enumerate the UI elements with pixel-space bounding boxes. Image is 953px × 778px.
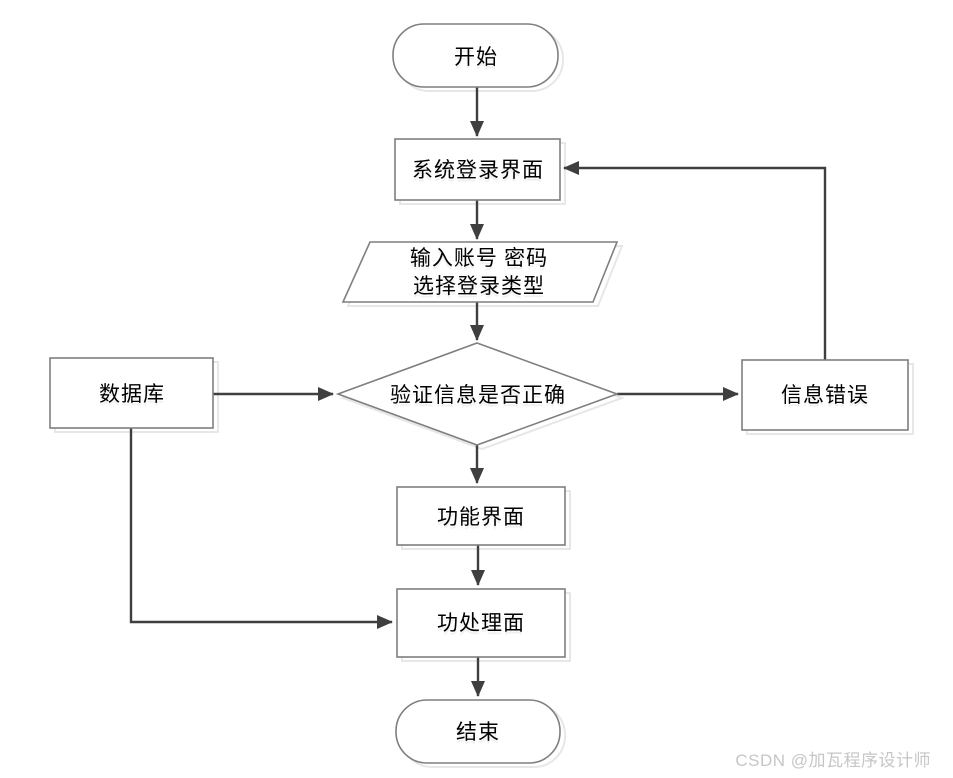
login-screen-node [394, 138, 561, 201]
input-io-line1: 输入账号 密码 [409, 246, 549, 270]
end-node-label: 结束 [456, 720, 500, 744]
verify-decision-node-label: 验证信息是否正确 [390, 383, 566, 407]
process-screen-node-label: 功处理面 [437, 611, 525, 635]
process-screen-node [396, 588, 566, 658]
error-node-label: 信息错误 [781, 383, 869, 407]
database-node [49, 357, 214, 429]
input-io-node [341, 241, 619, 303]
end-node [395, 699, 561, 764]
database-node-label: 数据库 [99, 382, 165, 406]
edges-layer [129, 87, 827, 697]
function-screen-node-label: 功能界面 [437, 505, 525, 529]
start-node [392, 23, 559, 88]
verify-decision-node [335, 342, 620, 446]
edge-error-to-login [563, 161, 827, 360]
error-node [741, 359, 909, 431]
csdn-watermark: CSDN @加瓦程序设计师 [735, 751, 931, 770]
input-io-line2: 选择登录类型 [413, 274, 545, 298]
start-node-label: 开始 [454, 45, 498, 69]
login-screen-node-label: 系统登录界面 [412, 158, 544, 182]
function-screen-node [396, 486, 566, 546]
edge-database-to-process [129, 428, 393, 629]
input-io-node-label: 输入账号 密码 选择登录类型 [410, 244, 548, 300]
nodes-layer [49, 23, 909, 764]
